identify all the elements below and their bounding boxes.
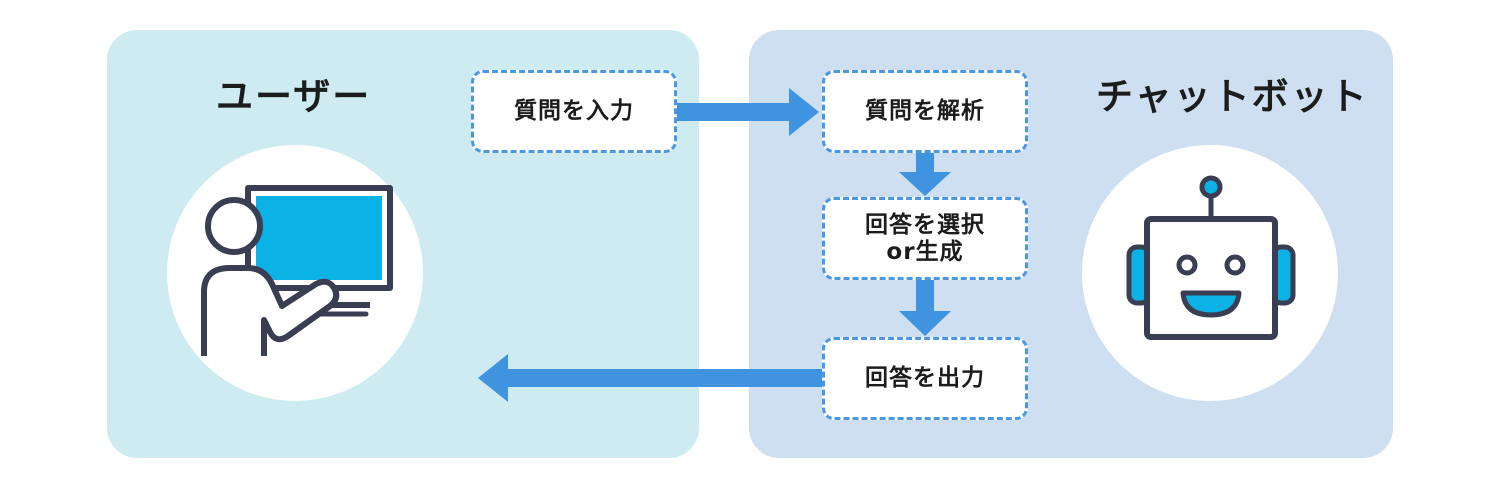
chatbot-title: チャットボット [1096, 75, 1369, 118]
step-input-question: 質問を入力 [471, 70, 677, 153]
step-output-label: 回答を出力 [865, 365, 985, 391]
step-output-answer: 回答を出力 [822, 337, 1028, 420]
step-analyze-label: 質問を解析 [865, 98, 985, 124]
step-input-label: 質問を入力 [514, 98, 634, 124]
user-title: ユーザー [216, 75, 372, 118]
step-select-or-generate: 回答を選択 or生成 [822, 197, 1028, 280]
user-at-computer-icon [201, 185, 393, 356]
robot-icon [1126, 175, 1296, 340]
step-select-label-line1: 回答を選択 [865, 211, 985, 238]
step-analyze-question: 質問を解析 [822, 70, 1028, 153]
step-select-label-line2: or生成 [886, 238, 964, 265]
